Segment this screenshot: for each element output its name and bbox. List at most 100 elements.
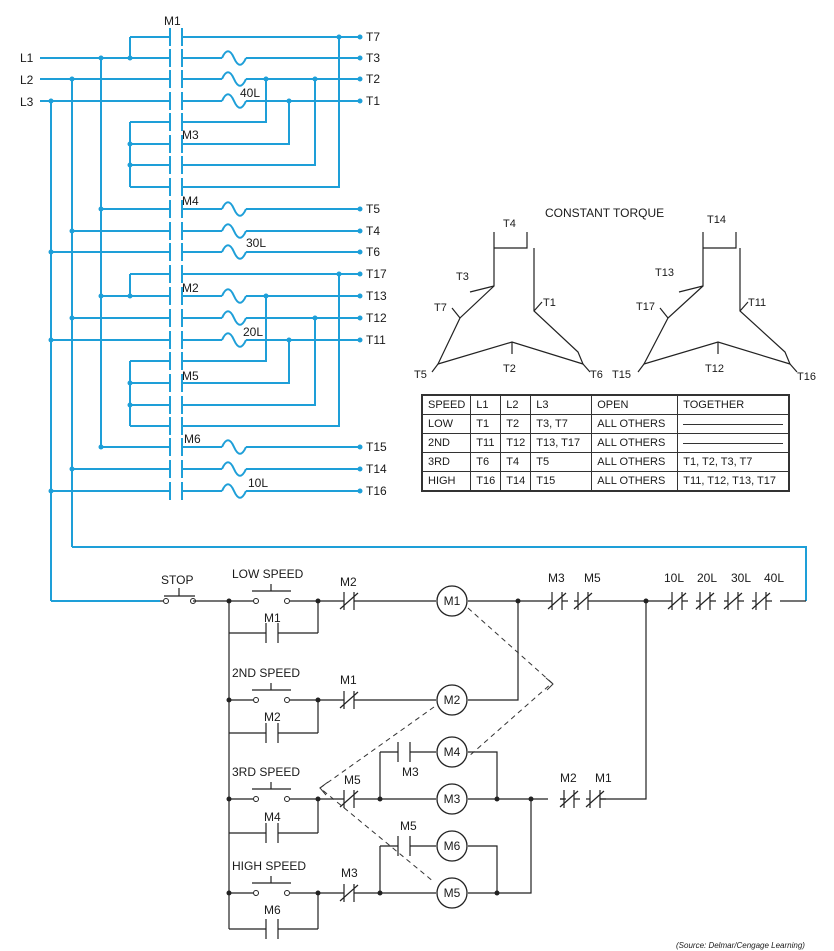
interlock-m3c-label: M3 <box>341 866 358 880</box>
low-speed-label: LOW SPEED <box>232 567 304 581</box>
wye-diagrams: CONSTANT TORQUE T4 T3 T7 T1 T5 T2 T6 T14… <box>414 206 816 383</box>
junction-dot <box>377 796 383 802</box>
nc-contact <box>547 592 568 610</box>
pushbutton-actuator <box>252 876 291 884</box>
interlock-m3a-label: M3 <box>548 571 565 585</box>
wye-right-t14: T14 <box>707 214 726 226</box>
power-contact <box>169 287 183 305</box>
overload-heater-icon <box>221 223 247 239</box>
nc-contact <box>723 592 744 610</box>
junction-dot <box>315 796 321 802</box>
table-row: LOW T1 T2 T3, T7 ALL OTHERS <box>421 414 790 434</box>
table-cell-dash <box>677 414 790 434</box>
terminal-dot <box>357 228 363 234</box>
terminal-label: T15 <box>366 440 387 454</box>
ol-contact-10l: 10L <box>664 571 684 585</box>
coil-icon <box>436 736 468 768</box>
wye-left-t2: T2 <box>503 363 516 375</box>
junction-dot <box>48 98 54 104</box>
pushbutton-terminal <box>284 697 290 703</box>
table-cell: 3RD <box>421 452 472 472</box>
wye-right-t16: T16 <box>797 371 816 383</box>
nc-link <box>560 600 600 800</box>
line-label-l1: L1 <box>20 51 34 65</box>
junction-dot <box>312 76 318 82</box>
terminal-dot <box>357 315 363 321</box>
power-contact <box>169 243 183 261</box>
power-contact <box>169 49 183 67</box>
junction-dot <box>226 796 232 802</box>
junction-dot <box>48 337 54 343</box>
interlock-m1b-label: M1 <box>595 771 612 785</box>
coil-label: M4 <box>444 745 461 759</box>
pushbutton-actuator <box>252 683 291 691</box>
terminal-label: T6 <box>366 245 380 259</box>
junction-dot <box>226 890 232 896</box>
holding-m2-label: M2 <box>264 710 281 724</box>
wye-right-t11: T11 <box>748 297 766 309</box>
table-cell: T4 <box>500 452 532 472</box>
coil-icon <box>436 877 468 909</box>
diagram-title: CONSTANT TORQUE <box>545 206 664 220</box>
coil-label: M1 <box>444 594 461 608</box>
interlock-m3b-label: M3 <box>402 765 419 779</box>
wye-left-t4: T4 <box>503 218 516 230</box>
overload-heater-icon <box>221 310 247 326</box>
junction-dot <box>315 697 321 703</box>
interlock-m5b-label: M5 <box>584 571 601 585</box>
junction-dot <box>127 293 133 299</box>
interlock-m5a-label: M5 <box>344 773 361 787</box>
junction-dot <box>528 796 534 802</box>
table-cell: 2ND <box>421 433 472 453</box>
terminal-label: T11 <box>366 333 386 347</box>
wye-right-t17: T17 <box>636 301 655 313</box>
header-cell: L1 <box>470 394 502 415</box>
terminal-label: T1 <box>366 94 380 108</box>
junction-dot <box>98 55 104 61</box>
terminal-dot <box>357 444 363 450</box>
overload-heater-icon <box>221 50 247 66</box>
nc-contact <box>667 592 688 610</box>
interlock-m1-label: M1 <box>340 673 357 687</box>
ol-contact-20l: 20L <box>697 571 717 585</box>
nc-contact <box>339 790 360 808</box>
contactor-label-m3: M3 <box>182 128 199 142</box>
overload-label-40l: 40L <box>240 86 260 100</box>
nc-contact <box>695 592 716 610</box>
header-cell: TOGETHER <box>677 394 790 415</box>
terminal-label: T2 <box>366 72 380 86</box>
overload-heater-icon <box>221 201 247 217</box>
pushbutton-actuator <box>252 584 291 592</box>
pushbutton-terminal <box>284 890 290 896</box>
junction-dot <box>127 162 133 168</box>
table-cell: ALL OTHERS <box>591 452 679 472</box>
speed-connection-table: SPEED L1 L2 L3 OPEN TOGETHER LOW T1 T2 T… <box>421 394 791 492</box>
wye-right-t12: T12 <box>705 363 724 375</box>
junction-dot <box>315 598 321 604</box>
overload-heater-icon <box>221 244 247 260</box>
nc-contact <box>751 592 772 610</box>
junction-dot <box>69 228 75 234</box>
power-contact <box>169 178 183 196</box>
junction-dot <box>263 76 269 82</box>
junction-dot <box>127 141 133 147</box>
interlock-m2-label: M2 <box>340 575 357 589</box>
junction-dot <box>494 890 500 896</box>
header-cell: L3 <box>530 394 593 415</box>
junction-dot <box>69 466 75 472</box>
terminal-label: T13 <box>366 289 387 303</box>
coil-icon <box>436 830 468 862</box>
table-cell: HIGH <box>421 471 472 492</box>
table-row: 3RD T6 T4 T5 ALL OTHERS T1, T2, T3, T7 <box>421 452 790 472</box>
junction-dot <box>127 402 133 408</box>
contactor-label-m4: M4 <box>182 194 199 208</box>
stop-button-label: STOP <box>161 573 193 587</box>
power-contact <box>169 438 183 456</box>
overload-label-30l: 30L <box>246 236 266 250</box>
interlock-m2b-label: M2 <box>560 771 577 785</box>
power-contact <box>169 156 183 174</box>
overload-label-10l: 10L <box>248 476 268 490</box>
table-cell: T2 <box>500 414 532 434</box>
line-label-l2: L2 <box>20 73 34 87</box>
